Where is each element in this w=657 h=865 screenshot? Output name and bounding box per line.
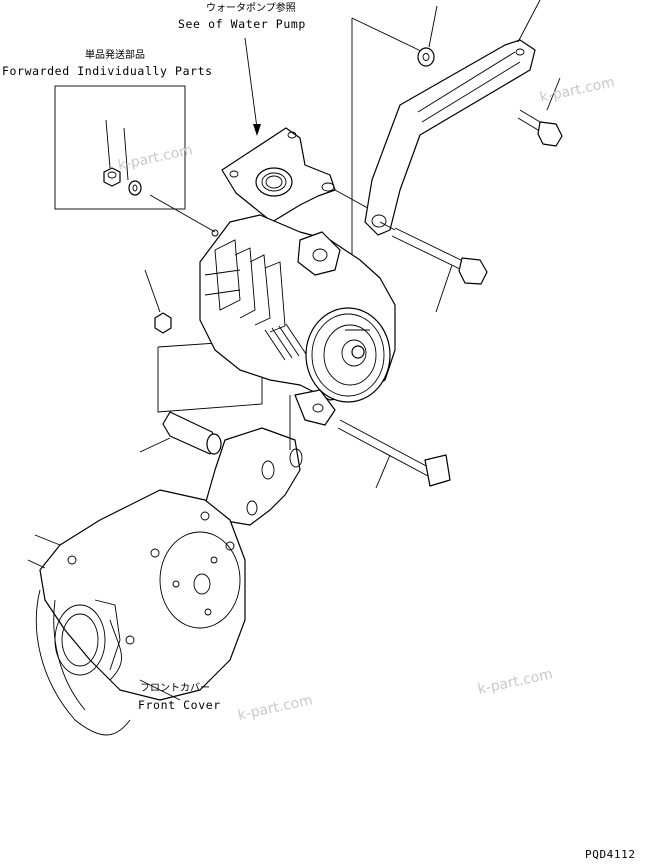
- long-bolt-lower: [337, 419, 451, 489]
- alternator: [199, 214, 396, 426]
- water-pump-leader: [244, 37, 261, 136]
- water-pump-label-en: See of Water Pump: [178, 17, 306, 31]
- bracket-bolt-top: [517, 77, 563, 147]
- mounting-bracket: [204, 395, 303, 526]
- drawing-code: PQD4112: [585, 848, 636, 861]
- water-pump-label-jp: ウォータポンプ参照: [206, 3, 296, 14]
- water-pump-flange: [221, 127, 336, 223]
- front-cover-label-en: Front Cover: [138, 698, 221, 712]
- adjusting-bracket: [364, 39, 536, 236]
- forwarded-parts-label-jp: 単品発送部品: [85, 50, 145, 61]
- forwarded-nut: [103, 119, 121, 187]
- forwarded-parts-label-en: Forwarded Individually Parts: [2, 64, 213, 78]
- forwarded-parts-box: [54, 85, 186, 210]
- front-cover: [27, 489, 246, 736]
- front-cover-label-jp: フロントカバー: [140, 683, 210, 694]
- washer-top: [417, 5, 438, 67]
- forwarded-washer: [123, 127, 142, 196]
- long-bolt-middle: [379, 221, 488, 313]
- nut-left: [144, 269, 172, 334]
- spacer-sleeve: [139, 411, 222, 455]
